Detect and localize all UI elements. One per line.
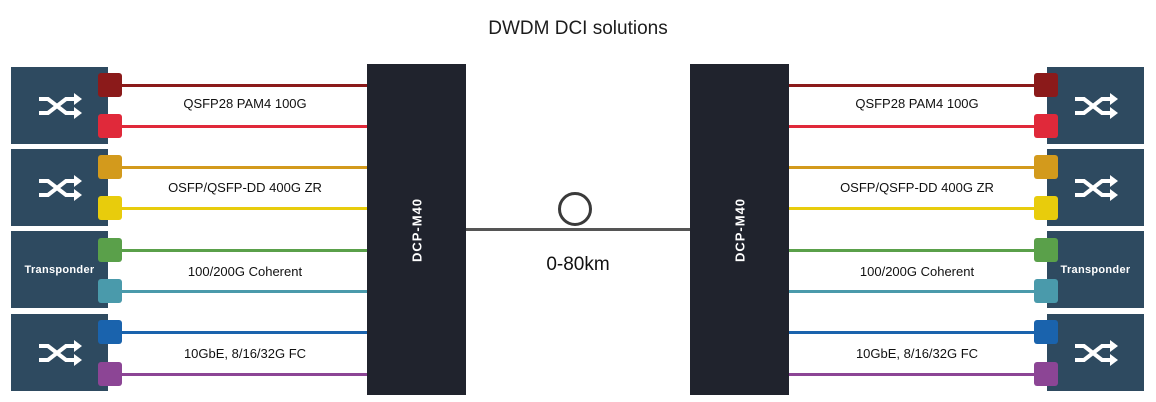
link-type-label: 10GbE, 8/16/32G FC [855,346,979,361]
port [1034,196,1058,220]
transponder-label: Transponder [24,263,95,276]
link-type-label: 100/200G Coherent [859,264,975,279]
fiber-line [789,290,1035,293]
fiber-line [789,84,1035,87]
link-type-label: OSFP/QSFP-DD 400G ZR [168,180,322,195]
port [1034,114,1058,138]
port [98,196,122,220]
mux-left: DCP-M40 [367,64,466,395]
mux-right: DCP-M40 [690,64,789,395]
switch-device [1046,313,1145,392]
fiber-line [122,373,368,376]
port [98,320,122,344]
port [98,73,122,97]
port [98,114,122,138]
distance-label: 0-80km [546,254,610,275]
link-type-label: 100/200G Coherent [187,264,303,279]
port [98,155,122,179]
port [98,238,122,262]
port [1034,279,1058,303]
fiber-line [122,249,368,252]
trunk-fiber [466,228,690,231]
switch-device [10,66,109,145]
port [1034,73,1058,97]
fiber-line [789,207,1035,210]
port [98,279,122,303]
diagram-title: DWDM DCI solutions [488,18,668,39]
link-type-label: OSFP/QSFP-DD 400G ZR [840,180,994,195]
transponder-device: Transponder [1046,230,1145,309]
fiber-line [122,290,368,293]
shuffle-icon [38,174,82,201]
fiber-line [122,207,368,210]
mux-label: DCP-M40 [732,197,747,262]
shuffle-icon [38,339,82,366]
transponder-label: Transponder [1060,263,1131,276]
shuffle-icon [1074,339,1118,366]
switch-device [1046,148,1145,227]
fiber-line [789,249,1035,252]
link-type-label: QSFP28 PAM4 100G [855,96,979,111]
shuffle-icon [38,92,82,119]
transponder-device: Transponder [10,230,109,309]
shuffle-icon [1074,174,1118,201]
fiber-line [789,331,1035,334]
port [1034,362,1058,386]
link-type-label: 10GbE, 8/16/32G FC [183,346,307,361]
switch-device [1046,66,1145,145]
switch-device [10,148,109,227]
fiber-spool-icon [558,192,592,226]
fiber-line [122,166,368,169]
fiber-line [122,331,368,334]
port [98,362,122,386]
shuffle-icon [1074,92,1118,119]
fiber-line [789,373,1035,376]
fiber-line [122,125,368,128]
fiber-line [122,84,368,87]
port [1034,238,1058,262]
port [1034,320,1058,344]
fiber-line [789,166,1035,169]
link-type-label: QSFP28 PAM4 100G [183,96,307,111]
switch-device [10,313,109,392]
fiber-line [789,125,1035,128]
mux-label: DCP-M40 [409,197,424,262]
port [1034,155,1058,179]
